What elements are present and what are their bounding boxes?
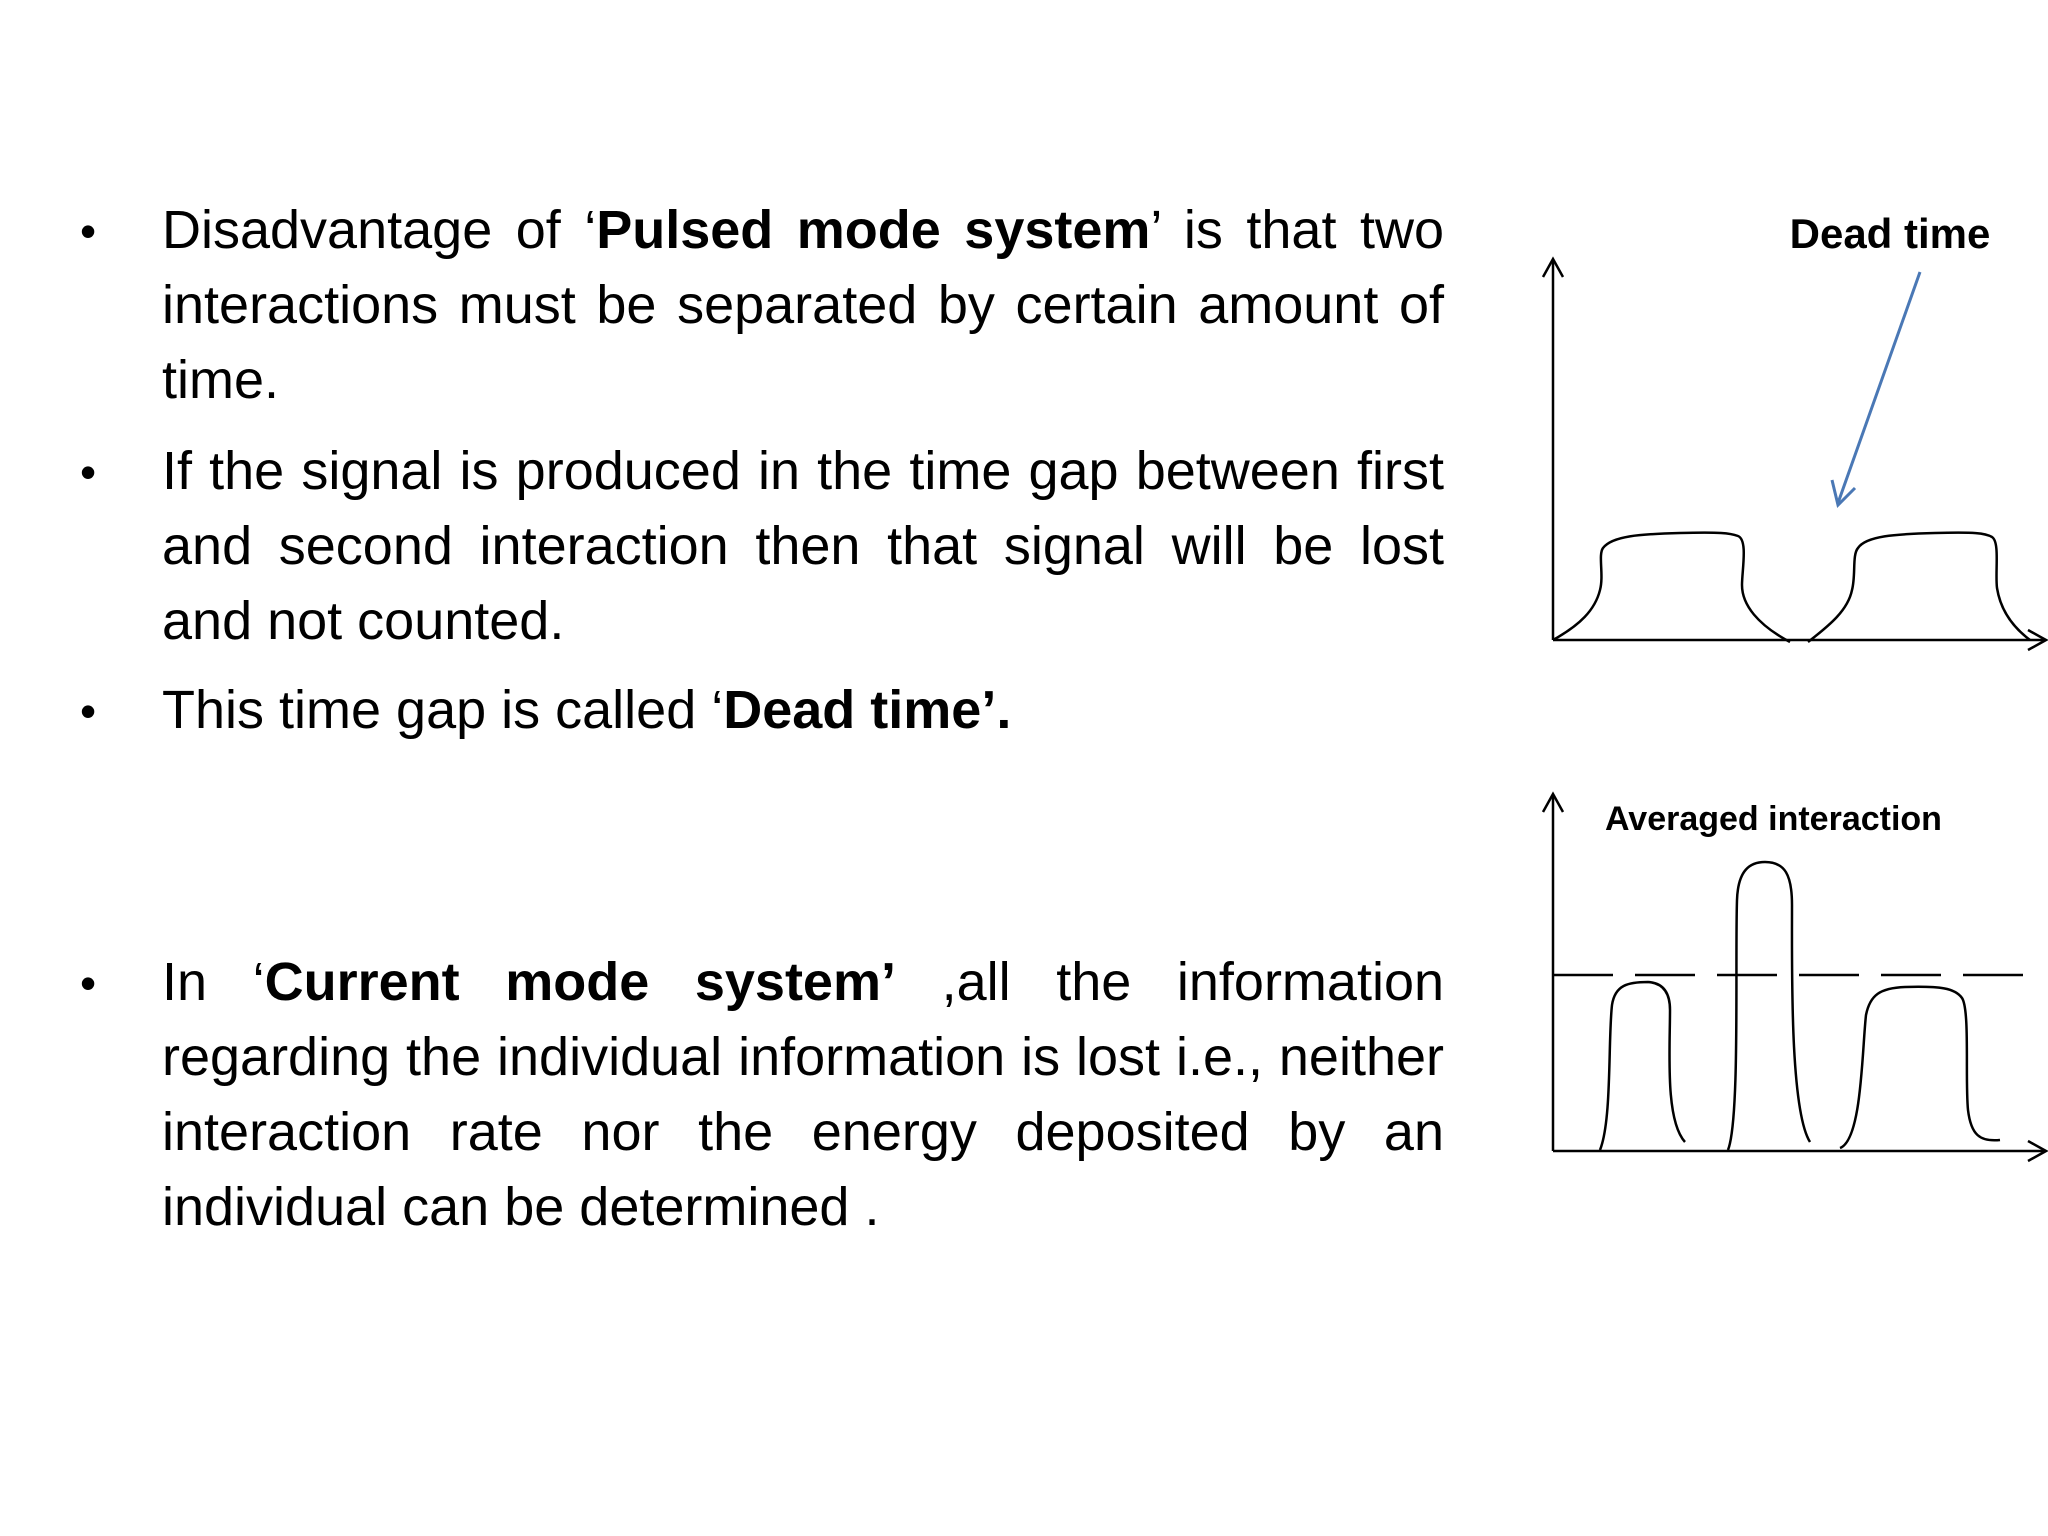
bullet-text-run: In ‘ (162, 952, 265, 1012)
bullet-dot: • (80, 205, 97, 257)
bullet-text: In ‘Current mode system’ ,all the inform… (162, 945, 1444, 1245)
bullet-dot: • (80, 957, 97, 1009)
bullet-text-run: If the signal is produced in the time ga… (162, 441, 1444, 651)
current-pulse-3 (1839, 985, 2001, 1150)
bullet-dot: • (80, 685, 97, 737)
bullet-text: This time gap is called ‘Dead time’. (162, 673, 1444, 748)
averaged-interaction-label: Averaged interaction (1605, 800, 1942, 838)
bullet-text-run: ,all the information regarding the indiv… (162, 952, 1445, 1237)
current-x-axis-arrow-icon (2027, 1139, 2048, 1163)
bullet-bold-text: Current mode system’ (264, 952, 896, 1012)
bullet-dot: • (80, 446, 97, 498)
pulse-1 (1552, 531, 1791, 644)
pulsed-x-axis-arrow-icon (2027, 628, 2048, 652)
bullet-text-run: ’ is that two interactions must be separ… (162, 200, 1444, 410)
pulsed-y-axis-arrow-icon (1541, 256, 1565, 278)
bullet-bold-text: Dead time’. (723, 680, 1012, 740)
bullet-text-run: Disadvantage of ‘ (162, 200, 597, 260)
current-pulse-2 (1726, 860, 1812, 1151)
bullet-bold-text: Pulsed mode system (596, 200, 1151, 260)
current-mode-diagram: Averaged interaction (1541, 791, 2048, 1163)
pulse-2 (1807, 531, 2031, 643)
dead-time-arrow (1836, 271, 1922, 504)
bullet-text: Disadvantage of ‘Pulsed mode system’ is … (162, 193, 1444, 418)
dead-time-arrow-head-icon (1830, 479, 1857, 508)
bullet-text-run: This time gap is called ‘ (162, 680, 724, 740)
bullet-list: • Disadvantage of ‘Pulsed mode system’ i… (80, 193, 1444, 1245)
dead-time-label: Dead time (1790, 210, 1991, 257)
current-pulse-1 (1598, 980, 1686, 1151)
bullet-text: If the signal is produced in the time ga… (162, 434, 1444, 659)
pulsed-mode-diagram: Dead time (1541, 210, 2048, 652)
current-y-axis-arrow-icon (1541, 791, 1565, 813)
